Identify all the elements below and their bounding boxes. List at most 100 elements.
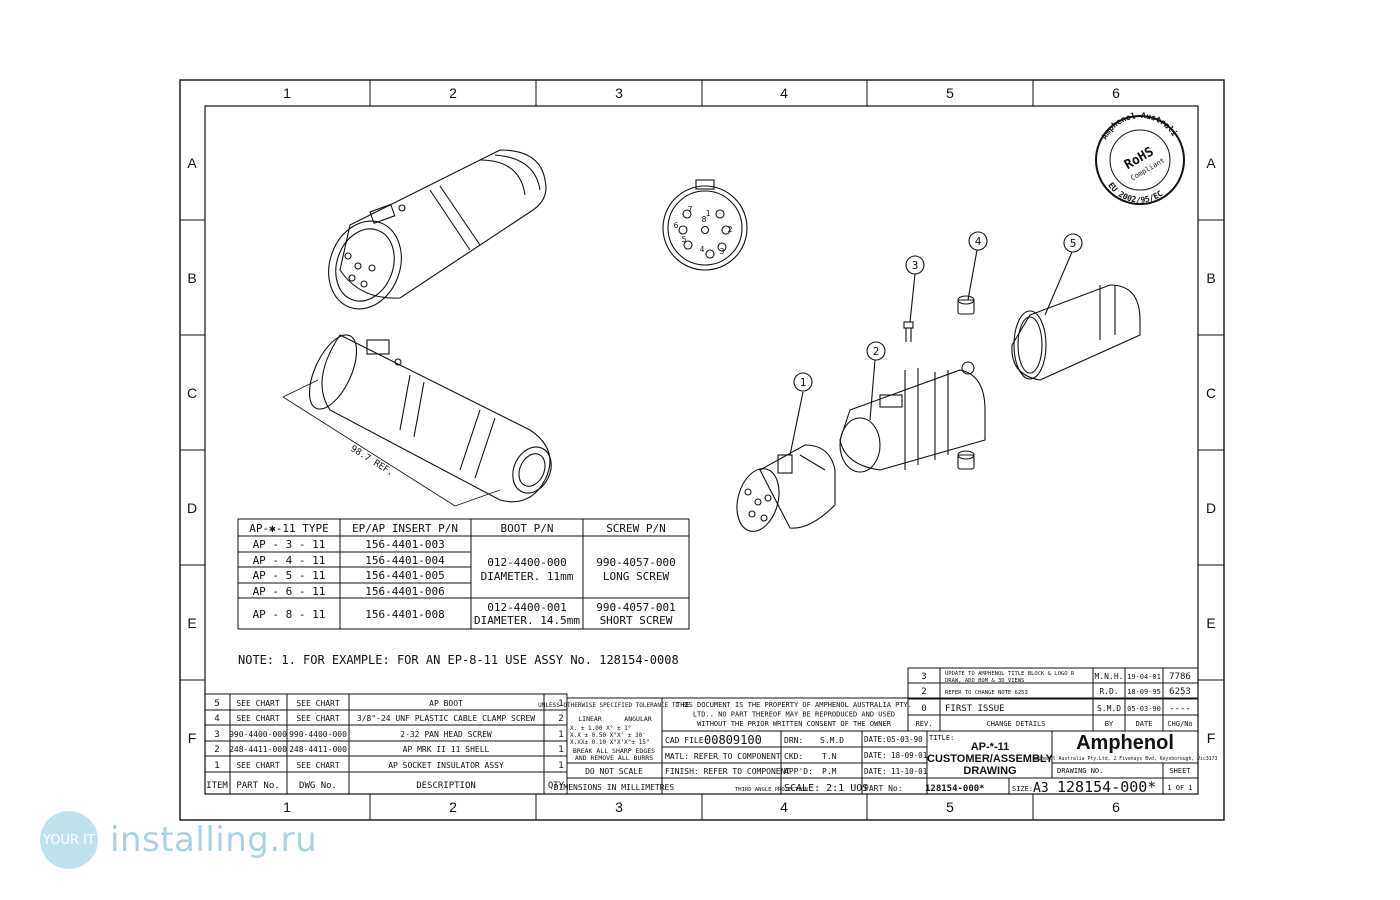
approved-value: P.M <box>822 767 837 776</box>
revision-header: REV. <box>916 720 933 728</box>
pin-label: 5 <box>682 235 687 244</box>
bom-cell: AP SOCKET INSULATOR ASSY <box>388 761 504 770</box>
zone-column-label: 4 <box>780 85 788 101</box>
revision-change-no: 7786 <box>1169 672 1191 682</box>
watermark-text: installing.ru <box>110 820 318 860</box>
tolerance-title: UNLESS OTHERWISE SPECIFIED TOLERANCE TO … <box>538 702 690 709</box>
revision-by: M.N.H. <box>1095 672 1124 681</box>
revision-by: R.D. <box>1099 687 1118 696</box>
zone-column-label: 3 <box>615 85 623 101</box>
type-table-cell: SHORT SCREW <box>600 614 673 627</box>
bom-cell: SEE CHART <box>236 699 280 708</box>
pin-label: 1 <box>706 209 711 218</box>
zone-column-label: 5 <box>946 799 954 815</box>
type-table-cell: 012-4400-000 <box>487 556 566 569</box>
material: MATL: REFER TO COMPONENT <box>665 752 781 761</box>
drawing-no-label: DRAWING NO. <box>1057 767 1103 775</box>
pin-label: 4 <box>700 245 705 254</box>
revision-header: CHG/No <box>1167 720 1192 728</box>
type-table <box>237 518 690 630</box>
connector-view-side <box>282 334 552 507</box>
tolerance-edges: AND REMOVE ALL BURRS <box>575 754 653 762</box>
type-table-cell: 156-4401-003 <box>365 538 444 551</box>
balloon-label: 4 <box>975 235 982 248</box>
type-table-cell: 990-4057-000 <box>596 556 675 569</box>
type-table-cell: AP - 3 - 11 <box>253 538 326 551</box>
bom-cell: 2 <box>558 714 563 724</box>
zone-row-label: D <box>1206 500 1216 516</box>
bom-cell: SEE CHART <box>296 714 340 723</box>
property-notice: LTD.. NO PART THEREOF MAY BE REPRODUCED … <box>693 711 895 719</box>
revision-details: REFER TO CHANGE NOTE 6253 <box>945 690 1028 696</box>
bom-cell: AP BOOT <box>429 699 463 708</box>
dimension-label: 98.7 REF. <box>348 444 395 478</box>
approved-label: APP'D: <box>784 767 813 776</box>
bom-cell: 990-4400-000 <box>289 730 347 739</box>
zone-row-label: E <box>1206 615 1215 631</box>
bom-cell: SEE CHART <box>296 761 340 770</box>
watermark: YOUR IT installing.ru <box>40 810 317 870</box>
zone-column-label: 1 <box>283 85 291 101</box>
type-table-cell: DIAMETER. 11mm <box>481 570 574 583</box>
revision-number: 3 <box>921 672 926 682</box>
type-table-cell: AP - 8 - 11 <box>253 608 326 621</box>
checked-label: CKD: <box>784 752 803 761</box>
revision-header: DATE <box>1136 720 1153 728</box>
zone-row-label: D <box>187 500 197 516</box>
revision-number: 2 <box>921 687 926 697</box>
balloon-label: 3 <box>912 259 919 272</box>
tolerance-line: X.XX± 0.10 X°X'X"± 15" <box>570 739 649 746</box>
do-not-scale: DO NOT SCALE <box>585 767 643 776</box>
type-table-header: AP-✱-11 TYPE <box>249 522 328 535</box>
revision-details: FIRST ISSUE <box>945 704 1005 714</box>
bom-cell: 1 <box>558 761 563 771</box>
balloon-label: 5 <box>1070 237 1077 250</box>
revision-date: 19-04-01 <box>1127 673 1161 681</box>
pin-label: 8 <box>702 215 707 224</box>
bom-header: DESCRIPTION <box>416 781 476 791</box>
bom-cell: 1 <box>558 699 563 709</box>
revision-date: 18-09-95 <box>1127 688 1161 696</box>
checked-value: T.N <box>822 752 837 761</box>
pin-label: 2 <box>728 225 733 234</box>
type-table-cell: LONG SCREW <box>603 570 670 583</box>
company-address: Amphenol Australia Pty.Ltd, 2 Fivenays B… <box>1033 756 1218 762</box>
revision-change-no: 6253 <box>1169 687 1191 697</box>
pin-label: 3 <box>720 247 725 256</box>
type-table-cell: AP - 5 - 11 <box>253 569 326 582</box>
title-line: AP-*-11 <box>971 741 1010 753</box>
revision-by: S.M.D <box>1097 704 1121 713</box>
exploded-assembly <box>736 231 1141 532</box>
pin-label: 7 <box>688 205 693 214</box>
finish: FINISH: REFER TO COMPONENT <box>665 767 790 776</box>
revision-details: UPDATE TO AMPHENOL TITLE BLOCK & LOGO R <box>945 671 1075 677</box>
type-table-cell: 012-4400-001 <box>487 601 566 614</box>
zone-column-label: 3 <box>615 799 623 815</box>
revision-change-no: ---- <box>1169 704 1191 714</box>
svg-text:Amphenol Australia: Amphenol Australia <box>0 0 1180 141</box>
revision-number: 0 <box>921 704 926 714</box>
cad-file-label: CAD FILE: <box>665 736 708 745</box>
type-table-cell: 156-4401-004 <box>365 554 445 567</box>
property-notice: WITHOUT THE PRIOR WRITTEN CONSENT OF THE… <box>697 720 892 728</box>
title-block <box>566 667 1199 795</box>
bom-cell: 5 <box>214 699 219 709</box>
title-label: TITLE: <box>929 734 954 742</box>
zone-row-label: C <box>187 385 197 401</box>
property-notice: THIS DOCUMENT IS THE PROPERTY OF AMPHENO… <box>676 701 912 709</box>
watermark-logo: YOUR IT <box>40 811 98 869</box>
zone-column-label: 5 <box>946 85 954 101</box>
rohs-seal: Amphenol Australia EU 2002/95/EC RoHS Co… <box>0 0 1185 205</box>
type-table-header: EP/AP INSERT P/N <box>352 522 458 535</box>
zone-row-label: E <box>187 615 196 631</box>
bom-cell: 2 <box>214 745 219 755</box>
zone-row-label: B <box>1206 270 1215 286</box>
zone-column-label: 4 <box>780 799 788 815</box>
tolerance-line: X.X ± 0.50 X°X' ± 30' <box>570 732 646 739</box>
bom-header: DWG No. <box>299 781 337 791</box>
bom-cell: AP MRK II 11 SHELL <box>403 745 490 754</box>
bom-cell: 2-32 PAN HEAD SCREW <box>400 730 492 739</box>
zone-row-label: F <box>188 730 197 746</box>
date-approved: DATE: 11-10-01 <box>864 767 927 776</box>
